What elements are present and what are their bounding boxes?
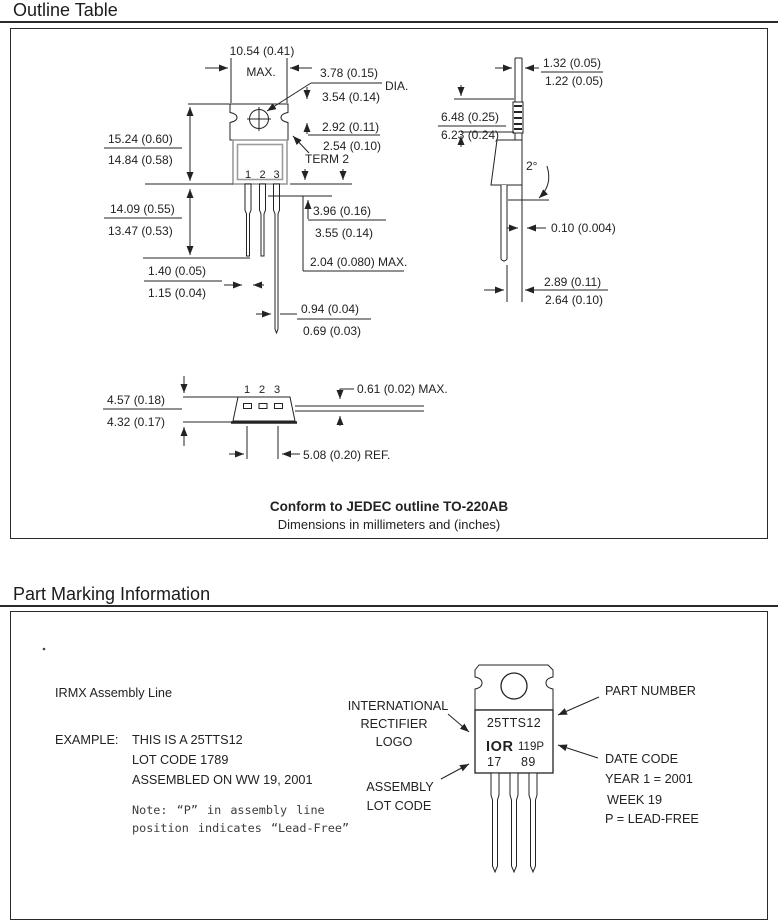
dim-body-d-hi: 4.57 (0.18)	[107, 393, 165, 407]
bottom-pin1-label: 1	[244, 384, 250, 396]
dim-hole-pos-lo: 2.54 (0.10)	[323, 139, 381, 153]
dim-lead-len-hi: 14.09 (0.55)	[110, 202, 175, 216]
dim-lead-t-max: 0.61 (0.02) MAX.	[357, 382, 448, 396]
draft-angle-label: 2°	[526, 159, 538, 173]
front-view-package: 1 2 3	[229, 103, 289, 335]
term2-label: TERM 2	[305, 152, 349, 166]
dim-hole-pos-hi: 2.92 (0.11)	[322, 120, 379, 134]
callout-part-number: PART NUMBER	[605, 684, 696, 698]
dim-shoulder-lo: 3.55 (0.14)	[315, 226, 373, 240]
pkg-date-code: 119P	[518, 741, 544, 753]
dim-tab-t-hi: 1.32 (0.05)	[543, 56, 601, 70]
outline-footer: Conform to JEDEC outline TO-220AB Dimens…	[270, 499, 509, 532]
pin-2	[259, 183, 266, 257]
callout-lot-line-2: LOT CODE	[367, 799, 432, 813]
leadfree-note-line-1: Note: “P” in assembly line	[132, 803, 325, 817]
date-code-week: WEEK 19	[607, 793, 662, 807]
outline-section-title: Outline Table	[13, 0, 118, 20]
outline-drawing-box	[10, 28, 768, 539]
assembly-line-label: IRMX Assembly Line	[55, 686, 172, 700]
dimension-units-note: Dimensions in millimeters and (inches)	[278, 517, 501, 532]
marking-box	[10, 611, 768, 920]
side-view-package	[490, 57, 524, 302]
dim-height-lo: 14.84 (0.58)	[108, 153, 173, 167]
front-view-dimensions: 10.54 (0.41) MAX. 3.78 (0.15) 3.54 (0.14…	[104, 44, 408, 338]
dim-body-t-hi: 2.89 (0.11)	[544, 275, 601, 289]
dim-lead-w-hi: 1.40 (0.05)	[148, 264, 206, 278]
pkg-part-number: 25TTS12	[487, 716, 541, 730]
dim-width-max: 10.54 (0.41)	[230, 44, 295, 58]
side-view-dimensions: 1.32 (0.05) 1.22 (0.05) 6.48 (0.25) 6.23…	[438, 56, 616, 307]
dim-lead-len-lo: 13.47 (0.53)	[108, 224, 173, 238]
ior-logo: IOR	[486, 739, 514, 755]
callout-date-code: DATE CODE	[605, 752, 678, 766]
dim-pin-span-ref: 5.08 (0.20) REF.	[303, 448, 390, 462]
marking-lead-1	[490, 772, 500, 874]
bottom-view-dimensions: 0.61 (0.02) MAX. 4.57 (0.18) 4.32 (0.17)…	[103, 376, 448, 462]
marking-left-text: IRMX Assembly Line EXAMPLE: THIS IS A 25…	[42, 647, 349, 835]
front-pin2-label: 2	[259, 169, 265, 181]
callout-logo-line-3: LOGO	[376, 735, 413, 749]
marking-callouts: INTERNATIONAL RECTIFIER LOGO ASSEMBLY LO…	[348, 684, 699, 826]
callout-logo-line-1: INTERNATIONAL	[348, 699, 449, 713]
dim-hole-dia-hi: 3.78 (0.15)	[320, 66, 378, 80]
marking-section-title: Part Marking Information	[13, 584, 211, 604]
dim-lead-w-lo: 1.15 (0.04)	[148, 286, 206, 300]
dim-shoulder-hi: 3.96 (0.16)	[313, 204, 371, 218]
example-label: EXAMPLE:	[55, 733, 118, 747]
bottom-pin3-label: 3	[274, 384, 280, 396]
dim-width-qual: MAX.	[246, 65, 275, 79]
pkg-lot-left: 17	[487, 755, 502, 769]
dim-body-d-lo: 4.32 (0.17)	[107, 415, 165, 429]
marking-lead-2	[509, 772, 519, 874]
dim-tip-w-hi: 0.94 (0.04)	[301, 302, 359, 316]
marking-lead-3	[528, 772, 538, 874]
dim-lead-offset: 0.10 (0.004)	[551, 221, 616, 235]
example-line-2: LOT CODE 1789	[132, 753, 228, 767]
stray-dot	[42, 647, 46, 651]
dim-dia-label: DIA.	[385, 79, 408, 93]
front-pin3-label: 3	[273, 169, 279, 181]
jedec-conform-note: Conform to JEDEC outline TO-220AB	[270, 499, 509, 514]
outline-title-rule	[0, 21, 778, 23]
pin-1	[244, 183, 252, 257]
dim-hole-dia-lo: 3.54 (0.14)	[322, 90, 380, 104]
dim-height-hi: 15.24 (0.60)	[108, 132, 173, 146]
marking-title-rule	[0, 605, 778, 607]
bottom-pin2-label: 2	[259, 384, 265, 396]
marking-mounting-hole	[500, 672, 528, 700]
callout-logo-line-2: RECTIFIER	[361, 717, 428, 731]
example-line-3: ASSEMBLED ON WW 19, 2001	[132, 773, 313, 787]
leadfree-note-line-2: position indicates “Lead-Free”	[132, 821, 349, 835]
date-code-leadfree: P = LEAD-FREE	[605, 812, 699, 826]
dim-tab-t-lo: 1.22 (0.05)	[545, 74, 603, 88]
date-code-year: YEAR 1 = 2001	[605, 772, 693, 786]
pin-3	[273, 183, 280, 335]
bottom-view-package: 1 2 3	[231, 384, 424, 424]
front-pin1-label: 1	[245, 169, 251, 181]
dim-tab-h-lo: 6.23 (0.24)	[441, 128, 499, 142]
dim-kink-max: 2.04 (0.080) MAX.	[310, 255, 407, 269]
dim-tip-w-lo: 0.69 (0.03)	[303, 324, 361, 338]
pkg-lot-right: 89	[521, 755, 536, 769]
dim-tab-h-hi: 6.48 (0.25)	[441, 110, 499, 124]
callout-lot-line-1: ASSEMBLY	[366, 780, 434, 794]
dim-body-t-lo: 2.64 (0.10)	[545, 293, 603, 307]
marking-package: 25TTS12 IOR 119P 17 89	[474, 664, 554, 874]
example-line-1: THIS IS A 25TTS12	[132, 733, 243, 747]
